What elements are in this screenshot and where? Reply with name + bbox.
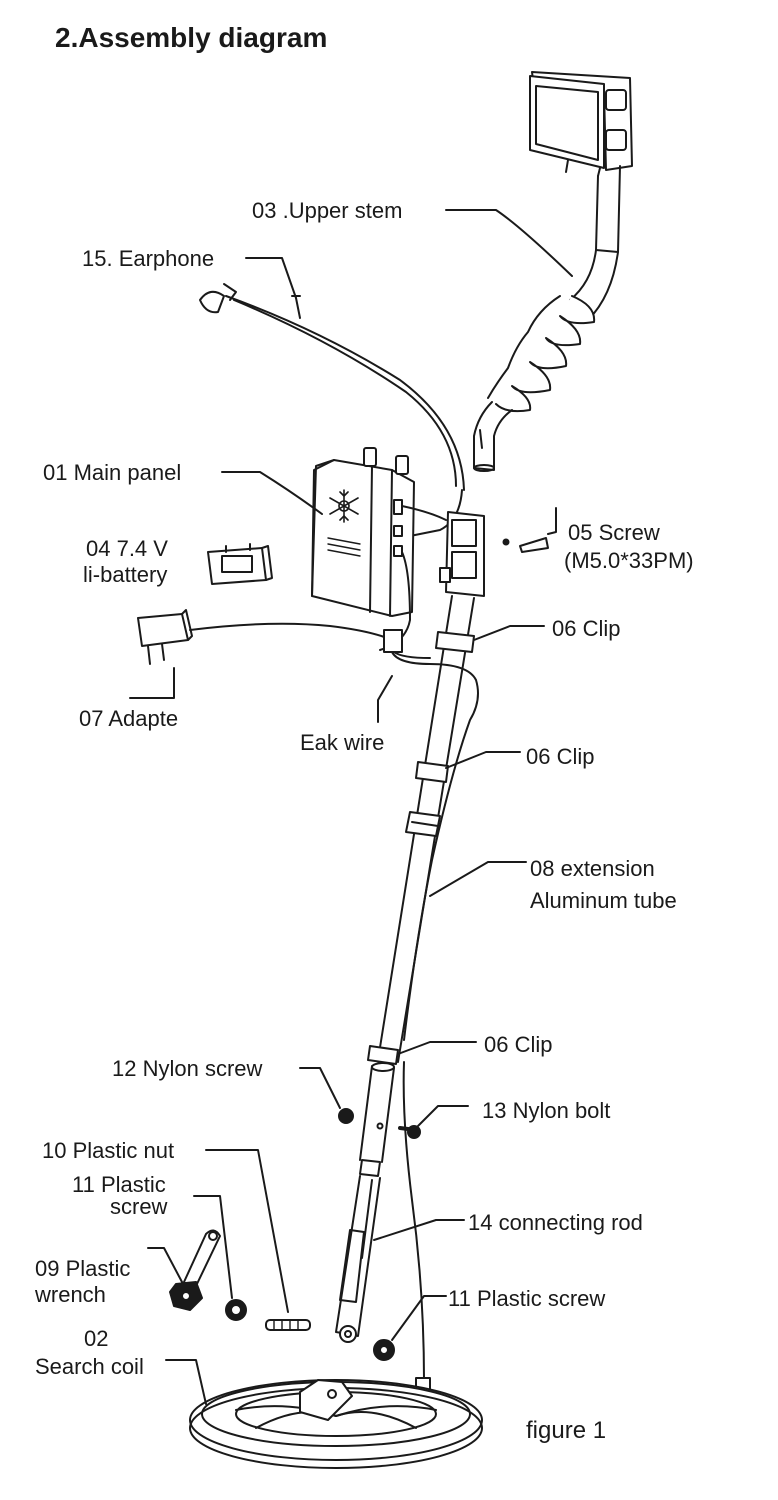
label-coil-line1: 02	[84, 1326, 109, 1351]
label-plastic-screw-a-line2: screw	[110, 1194, 168, 1219]
label-adapter: 07 Adapte	[79, 706, 179, 731]
shaft-mount	[440, 512, 548, 596]
nylon-bolt	[400, 1126, 420, 1138]
label-clip-a: 06 Clip	[552, 616, 621, 641]
page-title: 2.Assembly diagram	[55, 22, 328, 53]
plastic-screw-left	[226, 1300, 246, 1320]
li-battery	[208, 544, 272, 584]
figure-caption: figure 1	[526, 1417, 607, 1444]
label-clip-c: 06 Clip	[484, 1032, 553, 1057]
label-wrench-line1: 09 Plastic	[35, 1256, 131, 1281]
label-main-panel: 01 Main panel	[43, 460, 182, 485]
label-plastic-nut: 10 Plastic nut	[42, 1138, 175, 1163]
upper-stem-tube	[474, 166, 620, 471]
plastic-nut	[266, 1320, 310, 1330]
armrest-cuff	[530, 72, 632, 176]
connecting-rod	[336, 1160, 380, 1342]
nylon-screw	[339, 1109, 353, 1123]
coil-cable	[404, 1062, 424, 1380]
label-battery-line1: 04 7.4 V	[86, 536, 168, 561]
label-screw-05-line2: (M5.0*33PM)	[564, 548, 694, 573]
aluminum-tube	[360, 596, 474, 1162]
label-clip-b: 06 Clip	[526, 744, 595, 769]
label-screw-05-line1: 05 Screw	[568, 520, 660, 545]
label-coil-line2: Search coil	[35, 1354, 144, 1379]
earphone	[200, 284, 464, 536]
label-plastic-screw-b: 11 Plastic screw	[448, 1286, 606, 1311]
leader-lines	[130, 210, 572, 1404]
main-panel-unit	[312, 448, 446, 650]
label-nylon-screw: 12 Nylon screw	[112, 1056, 263, 1081]
plastic-wrench	[170, 1230, 220, 1310]
plastic-screw-right	[374, 1340, 394, 1360]
label-eak-wire: Eak wire	[300, 730, 385, 755]
label-tube-line2: Aluminum tube	[530, 888, 677, 913]
label-earphone: 15. Earphone	[82, 246, 215, 271]
label-nylon-bolt: 13 Nylon bolt	[482, 1098, 611, 1123]
label-connecting-rod: 14 connecting rod	[468, 1210, 643, 1235]
label-battery-line2: li-battery	[83, 562, 168, 587]
label-upper-stem: 03 .Upper stem	[252, 198, 403, 223]
label-wrench-line2: wrench	[35, 1282, 106, 1307]
power-adapter	[138, 610, 400, 664]
search-coil	[190, 1380, 482, 1468]
label-tube-line1: 08 extension	[530, 856, 655, 881]
label-plastic-screw-a-line1: 11 Plastic	[72, 1172, 166, 1197]
